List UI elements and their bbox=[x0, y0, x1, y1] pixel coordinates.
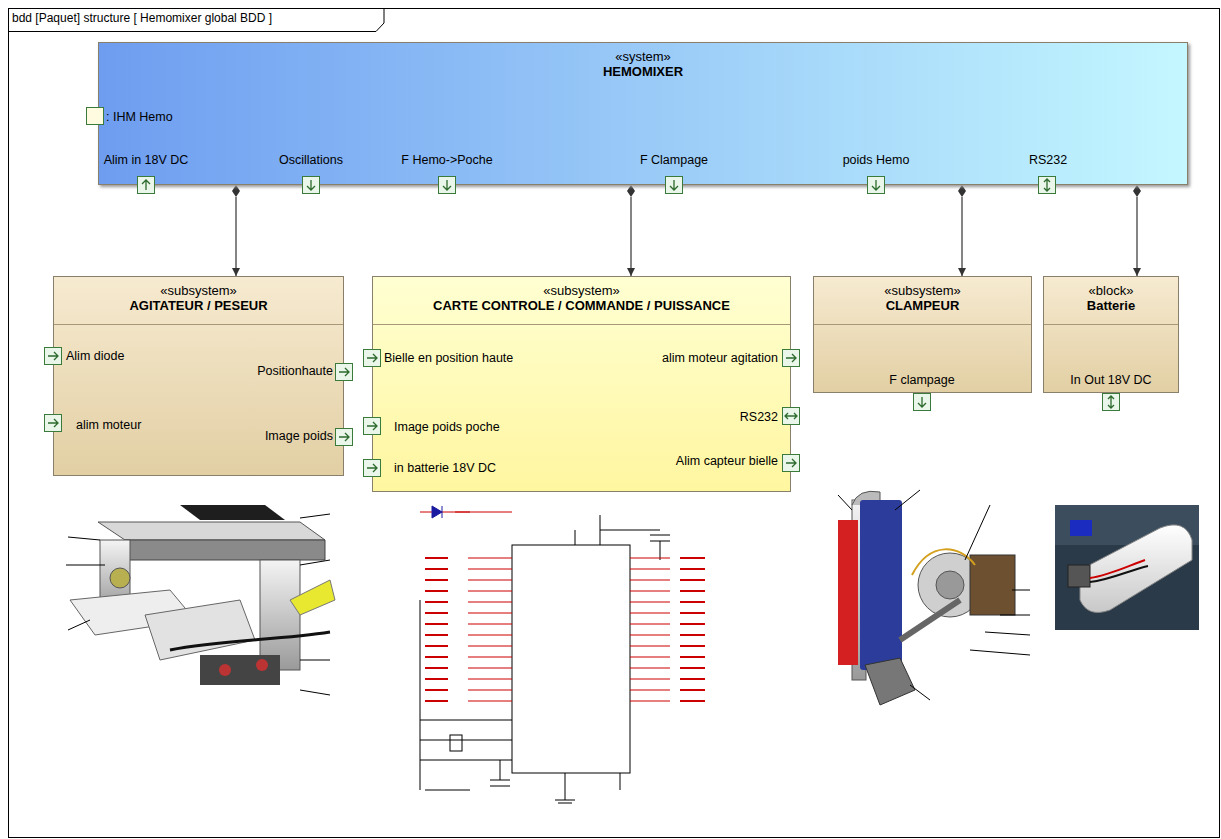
stereotype: «subsystem» bbox=[54, 283, 343, 298]
port bbox=[87, 108, 104, 125]
port bbox=[364, 460, 381, 477]
port-label: alim moteur agitation bbox=[662, 351, 778, 366]
port bbox=[336, 364, 353, 381]
port-arrow bbox=[443, 180, 451, 190]
stereotype: «block» bbox=[1044, 283, 1178, 298]
port-arrow bbox=[367, 354, 377, 362]
port-label: alim moteur bbox=[76, 418, 141, 433]
port-label: Oscillations bbox=[279, 153, 343, 168]
compartment-line bbox=[814, 324, 1031, 325]
port-arrow bbox=[1108, 396, 1114, 408]
port-arrow bbox=[307, 180, 315, 190]
frame bbox=[9, 9, 1220, 838]
compartment-line bbox=[1044, 324, 1178, 325]
port bbox=[783, 408, 800, 425]
block-name: CLAMPEUR bbox=[814, 298, 1031, 314]
port bbox=[303, 177, 320, 194]
port bbox=[45, 348, 62, 365]
port bbox=[1103, 394, 1120, 411]
port bbox=[138, 177, 155, 194]
port-arrow bbox=[785, 413, 797, 419]
microcontroller-schematic bbox=[420, 506, 705, 803]
port-label: poids Hemo bbox=[843, 153, 910, 168]
port-label: F Clampage bbox=[640, 153, 708, 168]
port-arrow bbox=[142, 180, 150, 190]
port-label: Image poids bbox=[265, 429, 333, 444]
port bbox=[1039, 177, 1056, 194]
port-label: RS232 bbox=[740, 410, 778, 425]
composition-connector bbox=[958, 185, 966, 276]
port-arrow bbox=[918, 397, 926, 407]
port bbox=[364, 350, 381, 367]
stereotype: «system» bbox=[99, 49, 1187, 64]
port-label: Bielle en position haute bbox=[384, 351, 513, 366]
port bbox=[364, 418, 381, 435]
block-name: CARTE CONTROLE / COMMANDE / PUISSANCE bbox=[373, 298, 790, 314]
port-arrow bbox=[48, 419, 58, 427]
port-label: F Hemo->Poche bbox=[401, 153, 492, 168]
port bbox=[783, 350, 800, 367]
block-name: HEMOMIXER bbox=[99, 64, 1187, 80]
composition-connector bbox=[232, 185, 240, 276]
port-label: Positionhaute bbox=[257, 364, 333, 379]
port-label: Alim capteur bielle bbox=[676, 454, 778, 469]
port bbox=[783, 455, 800, 472]
port-label: in batterie 18V DC bbox=[394, 461, 496, 476]
port-arrow bbox=[367, 422, 377, 430]
composition-connector bbox=[627, 185, 635, 276]
frame-title: bdd [Paquet] structure [ Hemomixer globa… bbox=[12, 11, 272, 26]
port bbox=[439, 177, 456, 194]
frame-tab bbox=[9, 9, 385, 32]
battery-illustration bbox=[1055, 505, 1199, 630]
port-label: RS232 bbox=[1029, 153, 1067, 168]
port-label: Image poids poche bbox=[394, 420, 500, 435]
port-arrow bbox=[339, 433, 349, 441]
port-arrow bbox=[339, 368, 349, 376]
port-label: Alim diode bbox=[66, 349, 124, 364]
port-label: Alim in 18V DC bbox=[104, 153, 189, 168]
port bbox=[336, 429, 353, 446]
port-arrow bbox=[872, 180, 880, 190]
compartment-line bbox=[54, 324, 343, 325]
port bbox=[868, 177, 885, 194]
port-arrow bbox=[786, 459, 796, 467]
port-label: F clampage bbox=[889, 373, 954, 388]
part-property: : IHM Hemo bbox=[106, 110, 173, 125]
compartment-line bbox=[373, 324, 790, 325]
port-arrow bbox=[48, 352, 58, 360]
stereotype: «subsystem» bbox=[814, 283, 1031, 298]
composition-connector bbox=[1133, 185, 1141, 276]
port-arrow bbox=[786, 354, 796, 362]
port-arrow bbox=[367, 464, 377, 472]
port bbox=[666, 177, 683, 194]
port-arrow bbox=[1044, 179, 1050, 191]
agitator-illustration bbox=[66, 505, 335, 695]
port bbox=[914, 394, 931, 411]
port-arrow bbox=[670, 180, 678, 190]
clamp-illustration bbox=[838, 490, 1030, 705]
port bbox=[45, 415, 62, 432]
port-label: In Out 18V DC bbox=[1070, 373, 1151, 388]
block-name: Batterie bbox=[1044, 298, 1178, 314]
stereotype: «subsystem» bbox=[373, 283, 790, 298]
block-name: AGITATEUR / PESEUR bbox=[54, 298, 343, 314]
